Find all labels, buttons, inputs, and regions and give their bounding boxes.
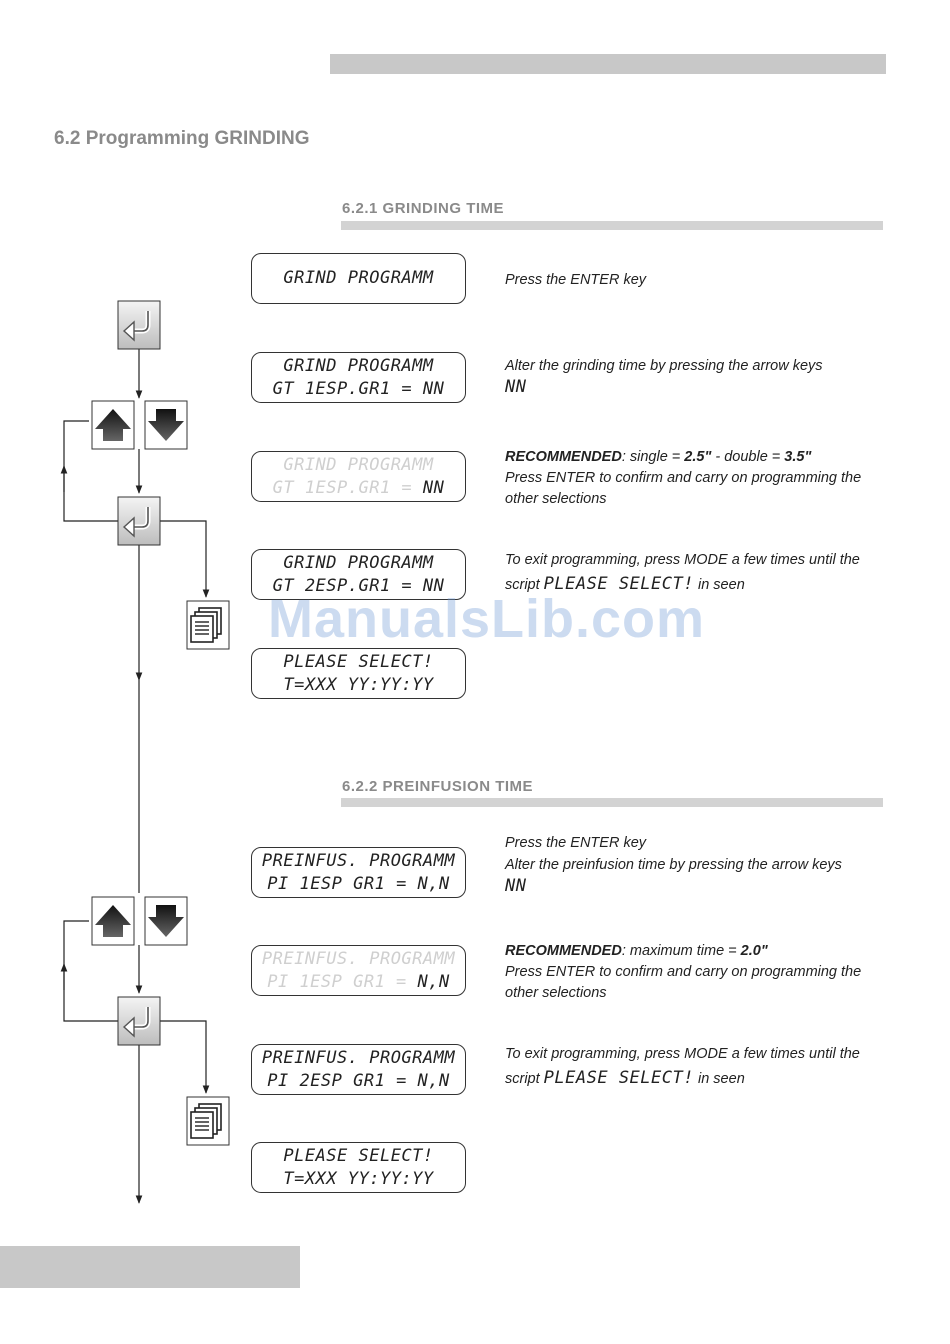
- preinfusion-time-title: 6.2.2 PREINFUSION TIME: [342, 778, 534, 795]
- enter-key-icon: [118, 997, 160, 1045]
- arrow-down-key-icon: [144, 400, 188, 450]
- exit-line: To exit programming, press MODE a few ti…: [505, 552, 860, 568]
- step1-line: Press the ENTER key: [505, 835, 647, 851]
- lcd-line2-label: GT 1ESP.GR1 =: [272, 477, 423, 498]
- recommended-single: 2.5": [684, 449, 712, 465]
- exit-post: in seen: [693, 577, 745, 593]
- lcd-line2: GT 1ESP.GR1 = NN: [273, 477, 445, 500]
- lcd-please-select: PLEASE SELECT! T=XXX YY:YY:YY: [251, 648, 466, 699]
- lcd-line2-value: NN: [422, 477, 445, 498]
- lcd-line2: PI 1ESP GR1 = N,N: [267, 873, 450, 894]
- lcd-line2: PI 2ESP GR1 = N,N: [267, 1070, 450, 1091]
- lcd-line1: PREINFUS. PROGRAMM: [261, 1047, 456, 1068]
- mode-key-icon: [186, 1096, 230, 1146]
- preinfusion-step4-text: To exit programming, press MODE a few ti…: [505, 1044, 890, 1090]
- lcd-line2-value: N,N: [417, 971, 450, 992]
- step2-line: Alter the grinding time by pressing the …: [505, 358, 823, 374]
- exit-pre: script: [505, 577, 544, 593]
- recommended-max: 2.0": [740, 943, 768, 959]
- grinding-title-bar: [341, 221, 883, 230]
- grinding-step1-text: Press the ENTER key: [505, 272, 647, 288]
- recommended-mid: : maximum time =: [621, 943, 741, 959]
- grinding-step2-text: Alter the grinding time by pressing the …: [505, 356, 890, 398]
- grinding-step4-text: To exit programming, press MODE a few ti…: [505, 550, 890, 596]
- lcd-please-select-2: PLEASE SELECT! T=XXX YY:YY:YY: [251, 1142, 466, 1193]
- watermark: ManualsLib.com: [268, 589, 706, 649]
- lcd-line2: T=XXX YY:YY:YY: [283, 674, 434, 695]
- exit-pre: script: [505, 1071, 544, 1087]
- confirm-line: Press ENTER to confirm and carry on prog…: [505, 964, 862, 1001]
- exit-seg: PLEASE SELECT!: [543, 1068, 694, 1088]
- lcd-line1: PLEASE SELECT!: [283, 651, 434, 672]
- step2-value: NN: [505, 876, 527, 896]
- grinding-step3-text: RECOMMENDED: single = 2.5" - double = 3.…: [505, 447, 890, 510]
- preinfusion-step1-text: Press the ENTER key Alter the preinfusio…: [505, 833, 890, 897]
- lcd-line1: PLEASE SELECT!: [283, 1145, 434, 1166]
- recommended-line: RECOMMENDED: single = 2.5" - double = 3.…: [505, 447, 890, 468]
- enter-key-icon: [118, 497, 160, 545]
- exit-line: To exit programming, press MODE a few ti…: [505, 1046, 860, 1062]
- lcd-line2-label: PI 1ESP GR1 =: [267, 971, 418, 992]
- step2-line: Alter the preinfusion time by pressing t…: [505, 857, 842, 873]
- lcd-line1: GRIND PROGRAMM: [283, 355, 434, 376]
- lcd-line2: T=XXX YY:YY:YY: [283, 1168, 434, 1189]
- mode-key-icon: [186, 600, 230, 650]
- recommended-label: RECOMMENDED: [505, 943, 622, 959]
- exit-line2: script PLEASE SELECT! in seen: [505, 574, 890, 596]
- preinfusion-title-bar: [341, 798, 883, 807]
- exit-line2: script PLEASE SELECT! in seen: [505, 1068, 890, 1090]
- lcd-line2: GT 2ESP.GR1 = NN: [272, 575, 445, 596]
- lcd-preinfus-pi1: PREINFUS. PROGRAMM PI 1ESP GR1 = N,N: [251, 847, 466, 898]
- lcd-line1: GRIND PROGRAMM: [283, 552, 434, 573]
- lcd-preinfus-pi1-confirm: PREINFUS. PROGRAMM PI 1ESP GR1 = N,N: [251, 945, 466, 996]
- lcd-line1: PREINFUS. PROGRAMM: [261, 850, 456, 871]
- recommended-sep: - double =: [711, 449, 785, 465]
- lcd-grind-programm: GRIND PROGRAMM: [251, 253, 466, 304]
- lcd-line2: GT 1ESP.GR1 = NN: [272, 378, 445, 399]
- mode-branch-arrow: [160, 1020, 210, 1094]
- lcd-line1: GRIND PROGRAMM: [283, 454, 434, 475]
- grinding-time-title: 6.2.1 GRINDING TIME: [342, 200, 505, 217]
- enter-key-icon: [118, 301, 160, 349]
- section-title: 6.2 Programming GRINDING: [54, 128, 310, 149]
- arrow-up-key-icon: [91, 400, 135, 450]
- lcd-grind-gt1-confirm: GRIND PROGRAMM GT 1ESP.GR1 = NN: [251, 451, 466, 502]
- confirm-line: Press ENTER to confirm and carry on prog…: [505, 470, 862, 507]
- footer-bar: [0, 1246, 300, 1288]
- lcd-line1: PREINFUS. PROGRAMM: [261, 948, 456, 969]
- recommended-double: 3.5": [784, 449, 812, 465]
- recommended-line: RECOMMENDED: maximum time = 2.0": [505, 941, 890, 962]
- lcd-line2: PI 1ESP GR1 = N,N: [267, 971, 450, 994]
- lcd-grind-gt2: GRIND PROGRAMM GT 2ESP.GR1 = NN: [251, 549, 466, 600]
- step2-value: NN: [505, 377, 527, 397]
- exit-post: in seen: [693, 1071, 745, 1087]
- header-bar: [330, 54, 886, 74]
- mode-branch-arrow: [160, 520, 210, 598]
- lcd-preinfus-pi2: PREINFUS. PROGRAMM PI 2ESP GR1 = N,N: [251, 1044, 466, 1095]
- arrow-down-key-icon: [144, 896, 188, 946]
- recommended-mid: : single =: [621, 449, 685, 465]
- lcd-line1: GRIND PROGRAMM: [283, 268, 434, 288]
- arrow-up-key-icon: [91, 896, 135, 946]
- preinfusion-step3-text: RECOMMENDED: maximum time = 2.0" Press E…: [505, 941, 890, 1004]
- exit-seg: PLEASE SELECT!: [543, 574, 694, 594]
- lcd-grind-gt1: GRIND PROGRAMM GT 1ESP.GR1 = NN: [251, 352, 466, 403]
- recommended-label: RECOMMENDED: [505, 449, 622, 465]
